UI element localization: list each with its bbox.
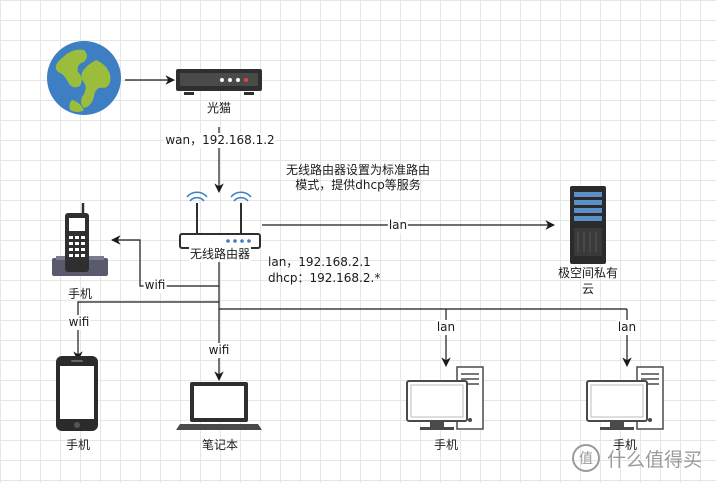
modem-icon xyxy=(176,69,262,95)
watermark: 值 什么值得买 xyxy=(571,443,702,473)
lan-desktop-2-label: lan xyxy=(616,320,638,335)
phone-top-label: 手机 xyxy=(67,287,93,301)
dhcp-range-label: dhcp：192.168.2.* xyxy=(268,271,381,285)
cordless-phone-icon xyxy=(52,203,108,276)
wan-ip-label: wan，192.168.1.2 xyxy=(164,133,276,148)
modem-label: 光猫 xyxy=(206,101,232,115)
zhi-logo-icon: 值 xyxy=(571,444,600,472)
private-cloud-label-line1: 极空间私有 xyxy=(557,266,619,280)
smartphone-icon xyxy=(56,356,98,431)
lan-ip-label: lan，192.168.2.1 xyxy=(268,255,371,269)
lan-cloud-label: lan xyxy=(387,218,409,233)
desktop-1-label: 手机 xyxy=(433,438,459,452)
private-cloud-label-line2: 云 xyxy=(581,282,595,296)
server-icon xyxy=(570,186,606,264)
router-icon xyxy=(179,191,261,249)
svg-text:值: 值 xyxy=(579,451,593,467)
edge-router-phone-bottom xyxy=(73,286,220,361)
laptop-icon xyxy=(176,382,262,430)
desktop-2-label: 手机 xyxy=(612,438,638,452)
desktop-computer-icon xyxy=(406,366,484,430)
watermark-text: 什么值得买 xyxy=(606,448,702,471)
wifi-phone-bottom-label: wifi xyxy=(67,315,91,330)
edge-router-phone-top xyxy=(111,235,220,287)
globe-icon xyxy=(47,41,121,115)
connectors xyxy=(73,75,632,381)
laptop-label: 笔记本 xyxy=(201,438,239,452)
wifi-phone-top-label: wifi xyxy=(143,278,167,293)
router-label: 无线路由器 xyxy=(188,247,252,262)
desktop-computer-icon xyxy=(586,366,664,430)
phone-bottom-label: 手机 xyxy=(65,438,91,452)
lan-desktop-1-label: lan xyxy=(435,320,457,335)
router-mode-note-line2: 模式，提供dhcp等服务 xyxy=(295,178,421,192)
router-mode-note-line1: 无线路由器设置为标准路由 xyxy=(285,163,431,177)
wifi-laptop-label: wifi xyxy=(207,343,231,358)
